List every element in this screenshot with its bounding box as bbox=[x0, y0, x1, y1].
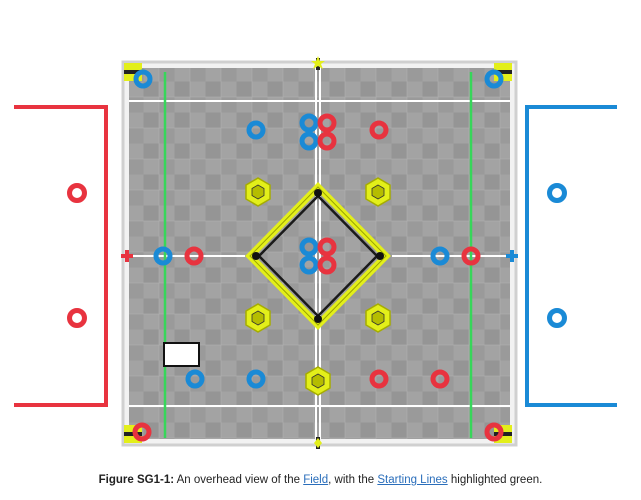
ring-icon bbox=[67, 183, 87, 203]
ring-icon bbox=[547, 308, 567, 328]
mobile-goal-icon bbox=[245, 303, 271, 333]
ring-icon bbox=[67, 308, 87, 328]
wall-stakes bbox=[121, 56, 518, 449]
ring-icon bbox=[461, 246, 481, 266]
ring-icon bbox=[369, 120, 389, 140]
ring-icon bbox=[317, 237, 337, 257]
mobile-goal-icon bbox=[305, 366, 331, 396]
mobile-goals bbox=[245, 177, 391, 396]
corner-rings bbox=[132, 69, 504, 442]
caption-text-middle: , with the bbox=[328, 474, 378, 486]
wall-stake-bottom bbox=[314, 437, 322, 449]
wall-stake-blue bbox=[506, 250, 518, 262]
caption-text-after: highlighted green. bbox=[447, 474, 543, 486]
ring-icon bbox=[484, 69, 504, 89]
ring-icon bbox=[299, 255, 319, 275]
field-rings bbox=[153, 113, 481, 389]
ring-icon bbox=[246, 369, 266, 389]
ring-icon bbox=[299, 113, 319, 133]
mobile-goal-icon bbox=[365, 177, 391, 207]
ladder-icon bbox=[245, 182, 391, 330]
ring-icon bbox=[369, 369, 389, 389]
ring-icon bbox=[299, 237, 319, 257]
ring-icon bbox=[317, 113, 337, 133]
red-alliance-station bbox=[14, 105, 108, 407]
caption-text-before: An overhead view of the bbox=[174, 474, 304, 486]
field-diagram bbox=[14, 56, 617, 449]
mobile-goal-icon bbox=[365, 303, 391, 333]
ring-icon bbox=[246, 120, 266, 140]
wall-stake-top bbox=[311, 56, 325, 70]
ring-icon bbox=[132, 422, 152, 442]
wall-stake-red bbox=[121, 250, 133, 262]
ring-icon bbox=[299, 131, 319, 151]
ring-icon bbox=[185, 369, 205, 389]
ring-icon bbox=[317, 131, 337, 151]
figure-caption: Figure SG1-1: An overhead view of the Fi… bbox=[0, 474, 641, 486]
ring-icon bbox=[430, 369, 450, 389]
ring-icon bbox=[184, 246, 204, 266]
mobile-goal-icon bbox=[245, 177, 271, 207]
figure-label: Figure SG1-1: bbox=[98, 474, 175, 486]
field-link[interactable]: Field bbox=[303, 474, 329, 486]
blue-alliance-station bbox=[525, 105, 617, 407]
ring-icon bbox=[484, 422, 504, 442]
ring-icon bbox=[430, 246, 450, 266]
ring-icon bbox=[153, 246, 173, 266]
robot-start-box-icon bbox=[163, 342, 200, 367]
ring-icon bbox=[317, 255, 337, 275]
starting-lines-link[interactable]: Starting Lines bbox=[377, 474, 448, 486]
ring-icon bbox=[547, 183, 567, 203]
ring-icon bbox=[133, 69, 153, 89]
